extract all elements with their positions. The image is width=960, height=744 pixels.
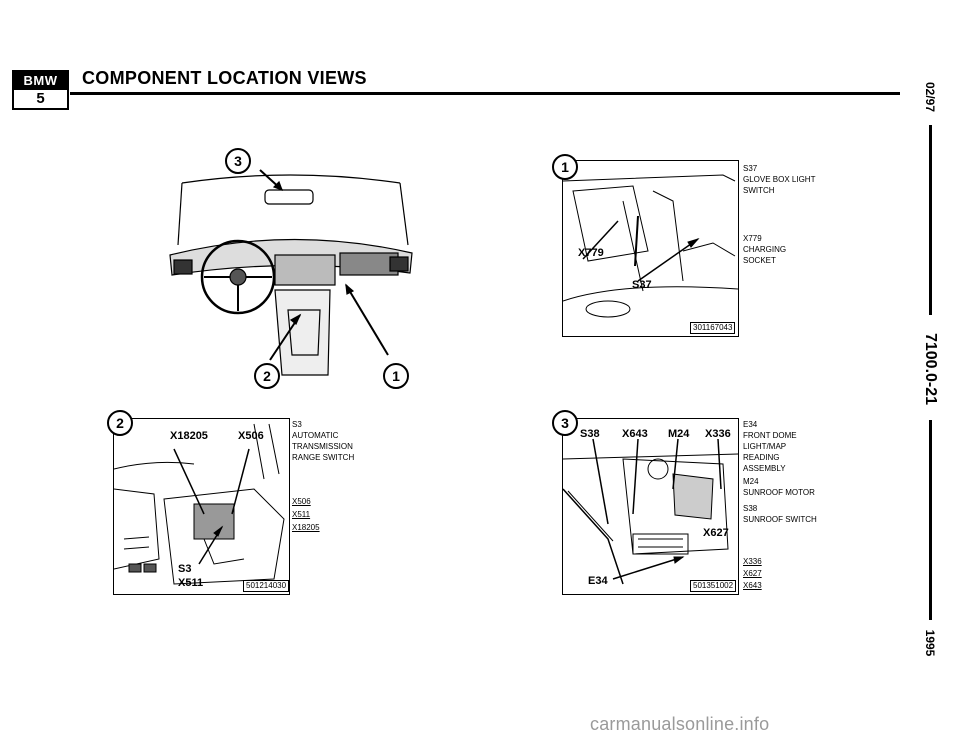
sidebar-doc-number: 7100.0-21	[922, 332, 939, 406]
view-2-label-x18205: X18205	[170, 430, 208, 442]
view-3-callout-s38: S38 SUNROOF SWITCH	[743, 504, 817, 524]
view-3-label-m24: M24	[668, 428, 690, 440]
view-2-figure-number: 501214030	[243, 580, 290, 592]
view-1-drawing	[562, 174, 739, 318]
sidebar-rule-top	[929, 125, 932, 315]
view-3-figure-number: 501351002	[690, 580, 737, 592]
view-2-drawing	[113, 423, 285, 585]
view-3-label-x336: X336	[705, 428, 731, 440]
view-3-label-x643: X643	[622, 428, 648, 440]
dashboard-overview-drawing	[169, 169, 413, 376]
view-3-callout-e34: E34 FRONT DOME LIGHT/MAP READING ASSEMBL…	[743, 420, 797, 473]
logo-series: 5	[36, 90, 45, 107]
view-3-drawing	[562, 438, 739, 585]
view-3-label-s38: S38	[580, 428, 600, 440]
page-title: COMPONENT LOCATION VIEWS	[82, 68, 367, 88]
overview-marker-1: 1	[383, 363, 409, 389]
view-2-label-x511: X511	[178, 577, 204, 589]
bmw-5-series-logo: BMW 5	[12, 70, 69, 110]
sidebar-rule-bottom	[929, 420, 932, 620]
view-2-console-figure	[113, 418, 290, 595]
overview-marker-2: 2	[254, 363, 280, 389]
view-2-connector-list: X506 X511 X18205	[292, 497, 320, 532]
sidebar-year: 1995	[923, 629, 937, 657]
overview-marker-3: 3	[225, 148, 251, 174]
logo-brand: BMW	[14, 72, 67, 90]
title-rule	[70, 92, 900, 95]
view-3-label-x627: X627	[703, 527, 729, 539]
view-1-label-x779: X779	[578, 247, 604, 259]
view-1-callout-x779: X779 CHARGING SOCKET	[743, 234, 787, 265]
view-3-marker: 3	[552, 410, 578, 436]
view-3-headliner-figure	[562, 418, 739, 595]
view-2-callout-s3: S3 AUTOMATIC TRANSMISSION RANGE SWITCH	[292, 420, 355, 462]
view-1-marker: 1	[552, 154, 578, 180]
view-2-label-s3: S3	[178, 563, 192, 575]
view-3-callout-m24: M24 SUNROOF MOTOR	[743, 477, 815, 497]
site-watermark: carmanualsonline.info	[590, 714, 770, 734]
view-3-label-e34: E34	[588, 575, 608, 587]
sidebar-date: 02/97	[923, 81, 937, 113]
view-3-connector-list: X336 X627 X643	[743, 557, 762, 590]
view-1-label-s37: S37	[632, 279, 652, 291]
view-1-figure-number: 301167043	[690, 322, 736, 334]
view-1-callout-s37: S37 GLOVE BOX LIGHT SWITCH	[743, 164, 816, 195]
view-2-label-x506: X506	[238, 430, 264, 442]
view-2-marker: 2	[107, 410, 133, 436]
view-1-glovebox-figure	[562, 160, 739, 337]
